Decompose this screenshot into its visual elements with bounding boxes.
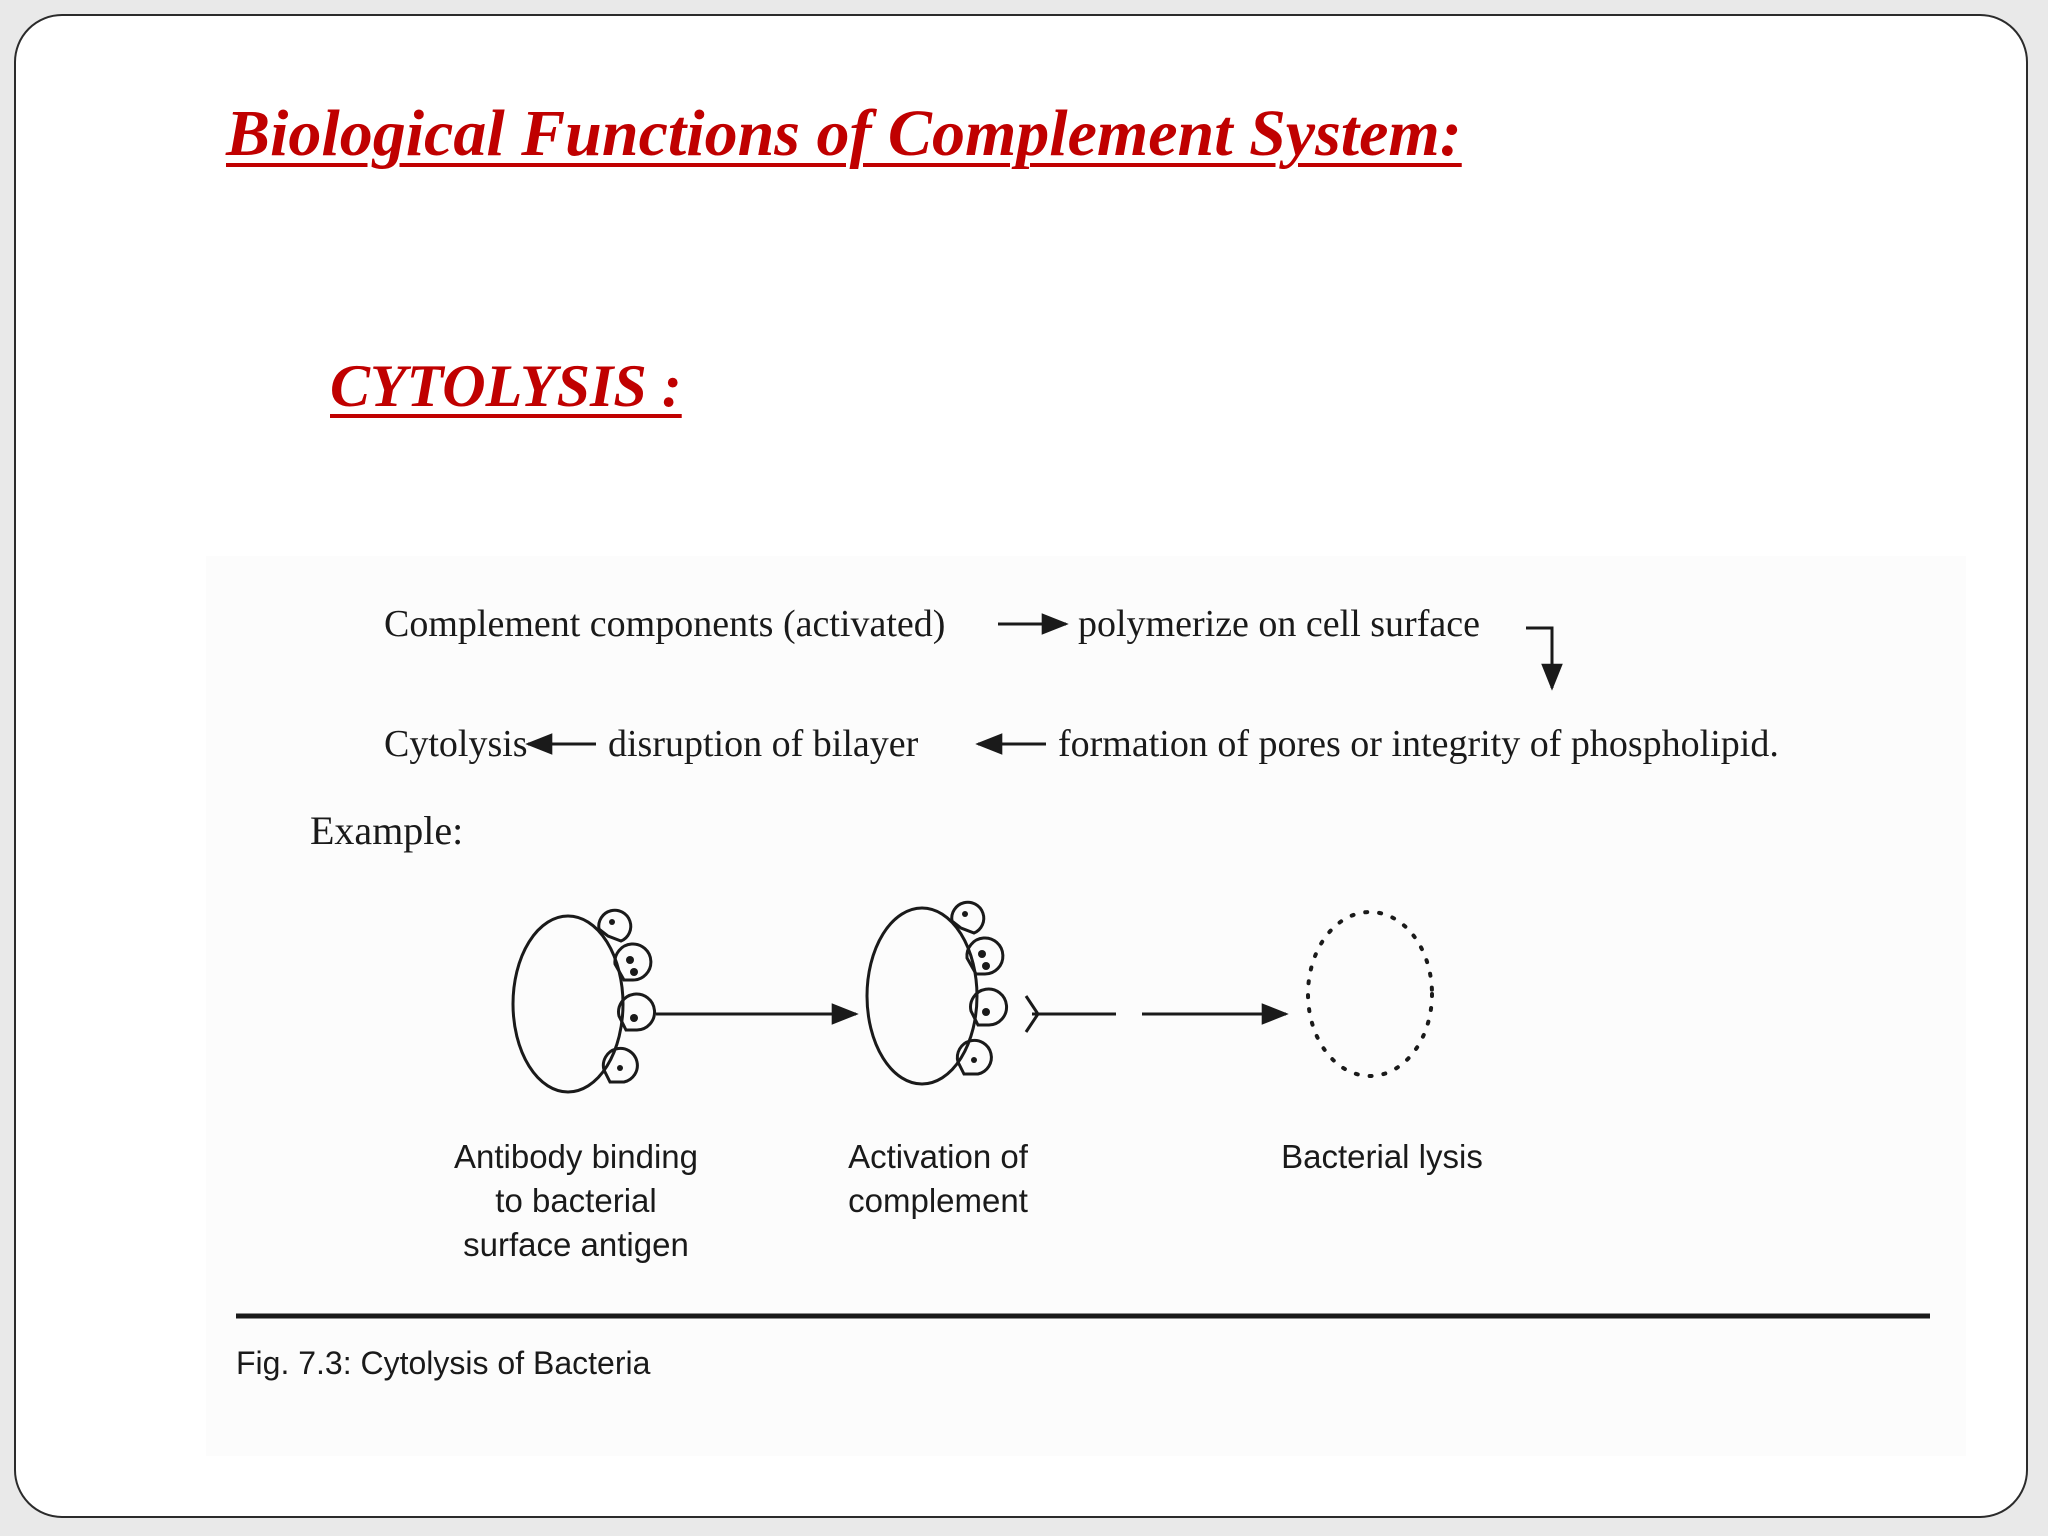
- bacterium-complement-activated-icon: [865, 900, 1009, 1086]
- example-label: Example:: [310, 808, 463, 853]
- lysed-bacterium-icon: [1306, 910, 1434, 1078]
- figure-caption: Fig. 7.3: Cytolysis of Bacteria: [236, 1345, 651, 1381]
- svg-text:to bacterial: to bacterial: [495, 1182, 656, 1219]
- flow-step-activated-components: Complement components (activated): [384, 603, 945, 645]
- flow-step-polymerize: polymerize on cell surface: [1078, 603, 1480, 645]
- flow-step-pore-formation: formation of pores or integrity of phosp…: [1058, 723, 1779, 765]
- stage-label-bacterial-lysis: Bacterial lysis: [1281, 1138, 1483, 1175]
- flow-step-disruption: disruption of bilayer: [608, 723, 919, 765]
- flow-arrow-down: [1526, 626, 1563, 691]
- svg-text:surface antigen: surface antigen: [463, 1226, 689, 1263]
- svg-text:Activation of: Activation of: [848, 1138, 1029, 1175]
- stage-label-antibody-binding: Antibody binding to bacterial surface an…: [454, 1138, 698, 1263]
- flow-step-cytolysis: Cytolysis: [384, 723, 528, 765]
- svg-text:Bacterial lysis: Bacterial lysis: [1281, 1138, 1483, 1175]
- cytolysis-figure: Complement components (activated) polyme…: [206, 556, 1966, 1456]
- svg-text:complement: complement: [848, 1182, 1028, 1219]
- slide-title: Biological Functions of Complement Syste…: [226, 97, 1462, 170]
- svg-text:Antibody binding: Antibody binding: [454, 1138, 698, 1175]
- slide-subtitle: CYTOLYSIS :: [330, 353, 682, 419]
- bacterium-antibody-bound-icon: [511, 908, 657, 1094]
- cytolysis-diagram: Complement components (activated) polyme…: [236, 603, 1930, 1381]
- slide: Biological Functions of Complement Syste…: [14, 14, 2028, 1518]
- complement-insertion-icon: [1024, 995, 1116, 1033]
- stage-label-complement-activation: Activation of complement: [848, 1138, 1029, 1219]
